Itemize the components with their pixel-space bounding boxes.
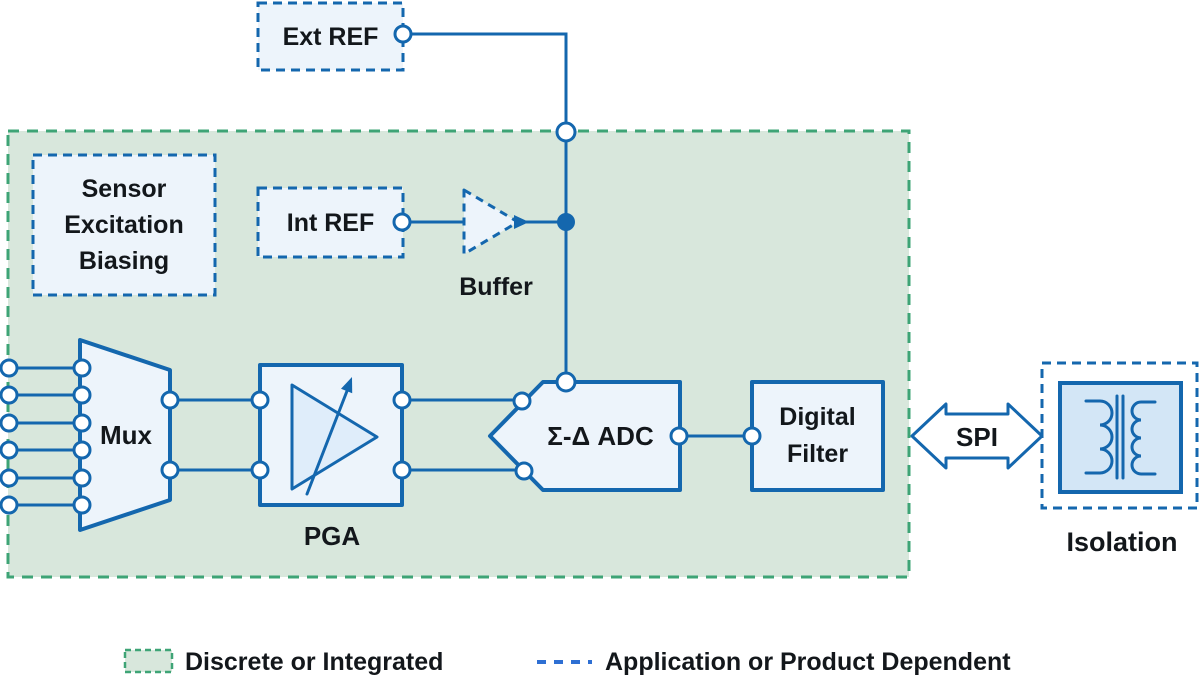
isolation-block [1040, 361, 1199, 510]
terminal-circle [160, 460, 180, 480]
terminal-circle [72, 468, 92, 488]
wires-pga-to-adc [402, 398, 524, 472]
wires-mux-inputs [9, 366, 82, 507]
legend-green-box-icon [123, 648, 174, 674]
adc-label: Σ-Δ ADC [547, 421, 654, 451]
terminal-circle [250, 390, 270, 410]
terminal-circle [0, 495, 19, 515]
terminals [0, 24, 762, 515]
pga-label: PGA [303, 521, 361, 551]
terminal-circle [392, 390, 412, 410]
int-ref-block [256, 186, 405, 259]
wires-mux-to-pga [170, 398, 260, 472]
terminal-circle [250, 460, 270, 480]
terminal-circle [514, 461, 534, 481]
buffer-amplifier-icon [462, 188, 529, 256]
terminal-circle [0, 468, 19, 488]
terminal-circle [555, 371, 577, 393]
int-ref-label: Int REF [286, 208, 375, 237]
legend-dependent-label: Application or Product Dependent [605, 647, 1011, 676]
isolation-label: Isolation [1066, 527, 1178, 557]
isolation-inner-box [1058, 381, 1183, 494]
terminal-circle [72, 413, 92, 433]
terminal-circle [72, 385, 92, 405]
terminal-circle [742, 426, 762, 446]
gain-arrowhead-icon [341, 377, 353, 394]
terminal-circle [0, 413, 19, 433]
terminal-circle [0, 358, 19, 378]
terminal-circle [72, 495, 92, 515]
sensor-label-line2: Excitation [64, 211, 184, 239]
terminal-circle [555, 121, 577, 143]
digital-filter-label: Digital Filter [752, 382, 883, 490]
ext-ref-label: Ext REF [282, 22, 379, 51]
spi-label: SPI [956, 422, 998, 452]
digital-filter-label-line2: Filter [786, 440, 849, 468]
sensor-excitation-biasing-label: Sensor Excitation Biasing [33, 155, 215, 295]
terminal-circle [392, 212, 412, 232]
ext-ref-block [256, 1, 405, 72]
terminal-circle [72, 440, 92, 460]
terminal-circle [393, 24, 413, 44]
pga-block [258, 363, 404, 507]
gain-arrow [305, 389, 349, 496]
mux-block [78, 338, 172, 532]
mux-label: Mux [100, 420, 152, 450]
transformer-icon [1084, 394, 1157, 480]
sensor-excitation-biasing-block [31, 153, 217, 297]
legend-discrete-label: Discrete or Integrated [185, 647, 444, 676]
buffer-arrowhead-icon [514, 215, 529, 229]
sensor-label-line1: Sensor [81, 175, 167, 203]
wires [9, 32, 752, 507]
terminal-circle [392, 460, 412, 480]
terminal-circle [512, 391, 532, 411]
sensor-label-line3: Biasing [78, 247, 170, 275]
terminal-circle [669, 426, 689, 446]
junction-dot-icon [557, 213, 575, 231]
digital-filter-label-line1: Digital [779, 403, 856, 431]
terminal-circle [0, 440, 19, 460]
buffer-label: Buffer [459, 273, 533, 301]
wire-extref-to-adc [403, 32, 568, 374]
variable-gain-amplifier-icon [290, 383, 379, 491]
buffer-triangle [462, 188, 520, 256]
terminal-circle [0, 385, 19, 405]
terminal-circle [160, 390, 180, 410]
terminal-circle [72, 358, 92, 378]
